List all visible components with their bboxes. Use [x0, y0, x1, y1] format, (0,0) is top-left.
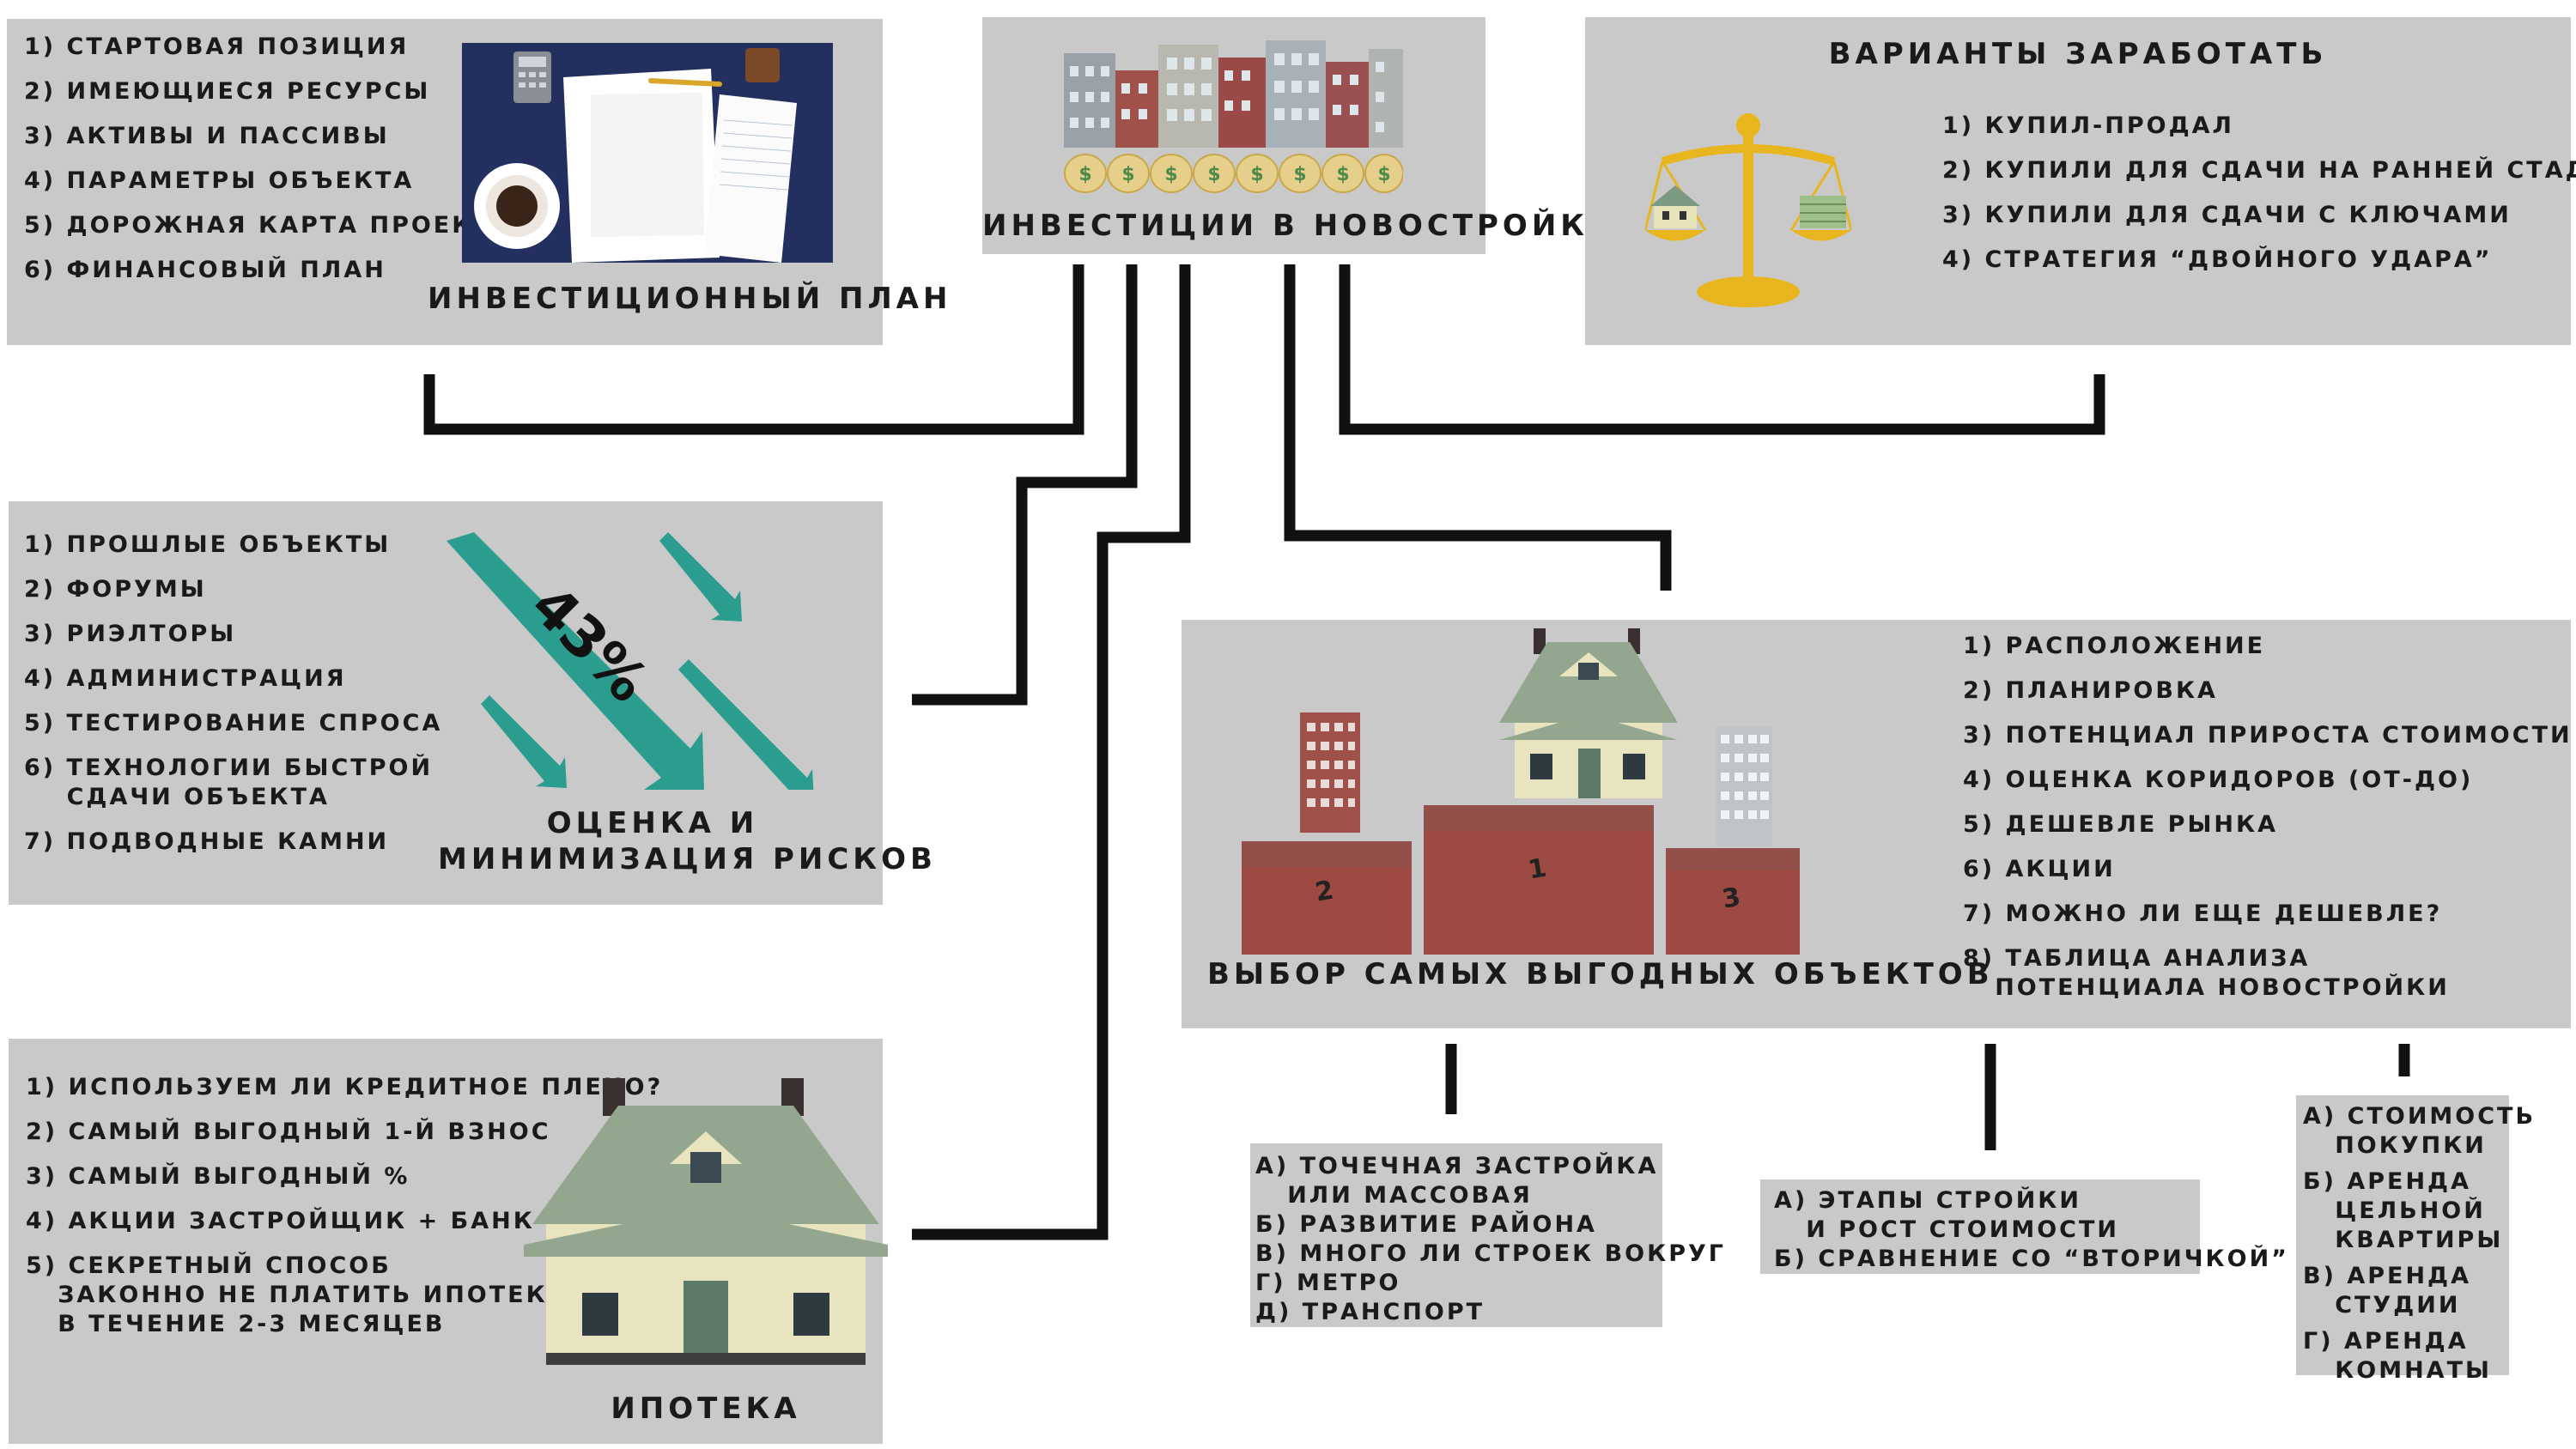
- list-item: 1) СТАРТОВАЯ ПОЗИЦИЯ: [24, 33, 410, 60]
- list-item: 4) АКЦИИ ЗАСТРОЙЩИК + БАНК: [26, 1208, 535, 1234]
- list-item: 2) ФОРУМЫ: [24, 576, 207, 603]
- growth-subbox: а) ЭТАПЫ СТРОЙКИ И РОСТ СТОИМОСТИ б) СРА…: [1760, 1179, 2287, 1274]
- plan-panel: 1) СТАРТОВАЯ ПОЗИЦИЯ 2) ИМЕЮЩИЕСЯ РЕСУРС…: [7, 19, 947, 345]
- list-item: б) РАЗВИТИЕ РАЙОНА: [1255, 1211, 1597, 1238]
- select-list: 1) РАСПОЛОЖЕНИЕ 2) ПЛАНИРОВКА 3) ПОТЕНЦИ…: [1963, 632, 2573, 1018]
- list-item: 4) ОЦЕНКА КОРИДОРОВ (ОТ-ДО): [1963, 767, 2474, 793]
- center-title: ИНВЕСТИЦИИ В НОВОСТРОЙКИ: [982, 209, 1618, 243]
- list-item: 3) САМЫЙ ВЫГОДНЫЙ %: [26, 1163, 410, 1190]
- plan-list: 1) СТАРТОВАЯ ПОЗИЦИЯ 2) ИМЕЮЩИЕСЯ РЕСУРС…: [24, 33, 513, 300]
- list-item: 1) ИСПОЛЬЗУЕМ ЛИ КРЕДИТНОЕ ПЛЕЧО?: [26, 1074, 664, 1100]
- svg-text:$: $: [1078, 164, 1091, 185]
- list-item: 2) КУПИЛИ ДЛЯ СДАЧИ НА РАННЕЙ СТАДИИ: [1942, 157, 2576, 184]
- list-item: а) ТОЧЕЧНАЯ ЗАСТРОЙКА ИЛИ МАССОВАЯ: [1255, 1153, 1659, 1209]
- list-item: а) ЭТАПЫ СТРОЙКИ И РОСТ СТОИМОСТИ: [1774, 1187, 2120, 1243]
- list-item: 4) СТРАТЕГИЯ “ДВОЙНОГО УДАРА”: [1942, 246, 2493, 273]
- location-subbox: а) ТОЧЕЧНАЯ ЗАСТРОЙКА ИЛИ МАССОВАЯ б) РА…: [1250, 1143, 1723, 1327]
- list-item: 4) АДМИНИСТРАЦИЯ: [24, 665, 347, 692]
- risks-title-line1: ОЦЕНКА И: [546, 806, 759, 840]
- list-item: 2) ПЛАНИРОВКА: [1963, 677, 2218, 704]
- select-panel: 2 1 3 ВЫБОР САМЫХ ВЫГОДНЫХ ОБЪЕКТОВ 1) Р…: [1182, 620, 2571, 1028]
- list-item: г) МЕТРО: [1255, 1270, 1401, 1296]
- connector-select: [1284, 264, 1672, 591]
- connector-earn: [1339, 264, 2105, 435]
- svg-text:$: $: [1164, 164, 1177, 185]
- list-item: б) АРЕНДА ЦЕЛЬНОЙ КВАРТИРЫ: [2303, 1168, 2504, 1253]
- list-item: 5) ТЕСТИРОВАНИЕ СПРОСА: [24, 710, 443, 737]
- center-panel: $ $ $ $ $ $ $ $ ИНВЕСТИЦИИ В НОВОСТРОЙКИ: [982, 17, 1618, 254]
- list-item: 3) РИЭЛТОРЫ: [24, 621, 237, 647]
- connector-risks: [912, 264, 1138, 706]
- list-item: г) АРЕНДА КОМНАТЫ: [2303, 1328, 2492, 1384]
- list-item: 1) РАСПОЛОЖЕНИЕ: [1963, 633, 2266, 659]
- svg-text:$: $: [1336, 164, 1349, 185]
- city-illustration: $ $ $ $ $ $ $ $: [1060, 27, 1403, 193]
- growth-sublist: а) ЭТАПЫ СТРОЙКИ И РОСТ СТОИМОСТИ б) СРА…: [1774, 1186, 2289, 1274]
- list-item: 2) ИМЕЮЩИЕСЯ РЕСУРСЫ: [24, 78, 431, 105]
- list-item: 5) ДОРОЖНАЯ КАРТА ПРОЕКТА: [24, 212, 513, 239]
- list-item: 5) ДЕШЕВЛЕ РЫНКА: [1963, 811, 2278, 838]
- list-item: 3) ПОТЕНЦИАЛ ПРИРОСТА СТОИМОСТИ: [1963, 722, 2573, 749]
- list-item: 6) ФИНАНСОВЫЙ ПЛАН: [24, 257, 386, 283]
- svg-text:$: $: [1293, 164, 1306, 185]
- list-item: 7) ПОДВОДНЫЕ КАМНИ: [24, 828, 390, 855]
- risks-panel: 1) ПРОШЛЫЕ ОБЪЕКТЫ 2) ФОРУМЫ 3) РИЭЛТОРЫ…: [9, 501, 937, 905]
- list-item: 3) КУПИЛИ ДЛЯ СДАЧИ С КЛЮЧАМИ: [1942, 202, 2512, 228]
- scales-icon: [1645, 113, 1851, 307]
- connector-plan: [423, 264, 1084, 435]
- list-item: 3) АКТИВЫ И ПАССИВЫ: [24, 123, 390, 149]
- mortgage-panel: 1) ИСПОЛЬЗУЕМ ЛИ КРЕДИТНОЕ ПЛЕЧО? 2) САМ…: [9, 1039, 888, 1444]
- desk-illustration: [462, 43, 833, 263]
- location-sublist: а) ТОЧЕЧНАЯ ЗАСТРОЙКА ИЛИ МАССОВАЯ б) РА…: [1255, 1152, 1726, 1327]
- mortgage-title: ИПОТЕКА: [611, 1391, 801, 1426]
- podium-illustration: 2 1 3: [1242, 628, 1800, 955]
- list-item: 8) ТАБЛИЦА АНАЛИЗА ПОТЕНЦИАЛА НОВОСТРОЙК…: [1963, 945, 2450, 1001]
- earn-title: ВАРИАНТЫ ЗАРАБОТАТЬ: [1828, 37, 2328, 71]
- table-sublist: а) СТОИМОСТЬ ПОКУПКИ б) АРЕНДА ЦЕЛЬНОЙ К…: [2303, 1102, 2536, 1385]
- list-item: 2) САМЫЙ ВЫГОДНЫЙ 1-Й ВЗНОС: [26, 1119, 551, 1145]
- connector-mortgage: [912, 264, 1191, 1240]
- risks-list: 1) ПРОШЛЫЕ ОБЪЕКТЫ 2) ФОРУМЫ 3) РИЭЛТОРЫ…: [24, 530, 442, 872]
- list-item: в) АРЕНДА СТУДИИ: [2303, 1263, 2471, 1319]
- list-item: 1) ПРОШЛЫЕ ОБЪЕКТЫ: [24, 531, 392, 558]
- list-item: в) МНОГО ЛИ СТРОЕК ВОКРУГ: [1255, 1240, 1727, 1267]
- earn-panel: ВАРИАНТЫ ЗАРАБОТАТЬ 1) КУПИЛ-ПРОДАЛ 2) К…: [1585, 17, 2576, 345]
- list-item: 6) АКЦИИ: [1963, 856, 2116, 882]
- list-item: 1) КУПИЛ-ПРОДАЛ: [1942, 112, 2234, 139]
- earn-list: 1) КУПИЛ-ПРОДАЛ 2) КУПИЛИ ДЛЯ СДАЧИ НА Р…: [1942, 112, 2576, 290]
- list-item: б) СРАВНЕНИЕ СО “ВТОРИЧКОЙ”: [1774, 1246, 2289, 1272]
- list-item: 6) ТЕХНОЛОГИИ БЫСТРОЙ СДАЧИ ОБЪЕКТА: [24, 755, 434, 810]
- house-icon: [524, 1078, 888, 1365]
- list-item: а) СТОИМОСТЬ ПОКУПКИ: [2303, 1103, 2537, 1159]
- svg-text:$: $: [1377, 164, 1390, 185]
- svg-text:$: $: [1207, 164, 1220, 185]
- risks-title-line2: МИНИМИЗАЦИЯ РИСКОВ: [438, 842, 937, 876]
- table-subbox: а) СТОИМОСТЬ ПОКУПКИ б) АРЕНДА ЦЕЛЬНОЙ К…: [2296, 1095, 2533, 1384]
- list-item: 4) ПАРАМЕТРЫ ОБЪЕКТА: [24, 167, 415, 194]
- list-item: 7) МОЖНО ЛИ ЕЩЕ ДЕШЕВЛЕ?: [1963, 900, 2443, 927]
- plan-title: ИНВЕСТИЦИОННЫЙ ПЛАН: [428, 282, 952, 316]
- list-item: д) ТРАНСПОРТ: [1255, 1299, 1485, 1325]
- down-arrows-icon: 43%: [447, 532, 814, 790]
- list-item: 5) СЕКРЕТНЫЙ СПОСОБ ЗАКОННО НЕ ПЛАТИТЬ И…: [26, 1252, 568, 1337]
- svg-text:$: $: [1250, 164, 1263, 185]
- select-title: ВЫБОР САМЫХ ВЫГОДНЫХ ОБЪЕКТОВ: [1207, 957, 1994, 991]
- svg-text:$: $: [1121, 164, 1134, 185]
- mortgage-list: 1) ИСПОЛЬЗУЕМ ЛИ КРЕДИТНОЕ ПЛЕЧО? 2) САМ…: [26, 1073, 663, 1355]
